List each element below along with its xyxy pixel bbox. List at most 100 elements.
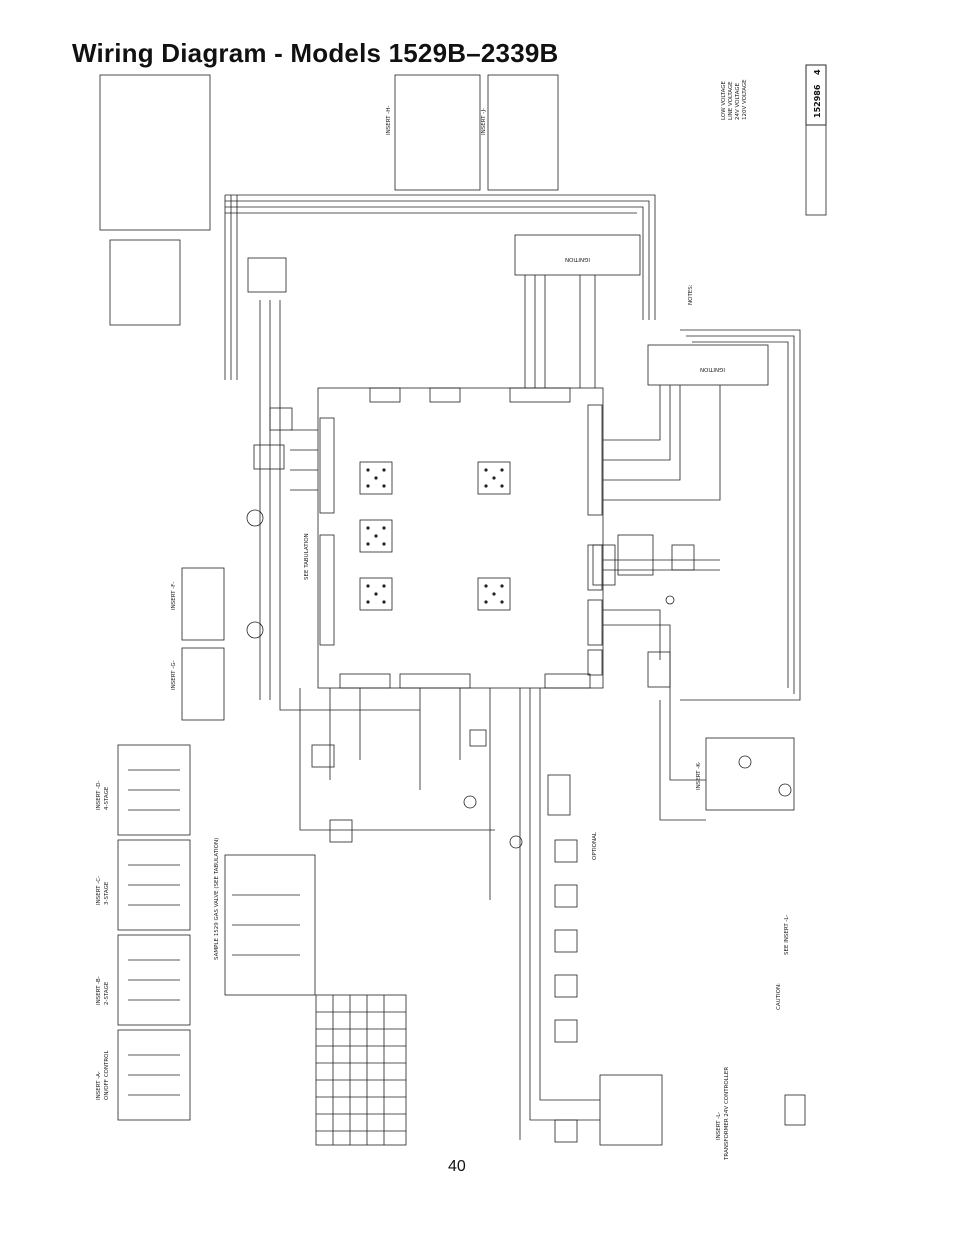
insert-k-box (705, 737, 795, 811)
switch-6 (554, 1119, 578, 1143)
relay-lower-1 (311, 744, 335, 768)
legend-item-2: LINE VOLTAGE (728, 81, 734, 120)
ignition-module-upper (514, 234, 641, 276)
relay-k4 (477, 461, 511, 495)
motor-1 (738, 755, 752, 769)
tabulation-cols (332, 995, 385, 1145)
drawing-revision: 4 (813, 69, 822, 75)
insert-b-box (117, 839, 191, 931)
insert-l-label: INSERT -L- (716, 1112, 722, 1140)
ignition-lower-wires (603, 385, 721, 501)
tabulation-table (315, 994, 407, 1146)
see-insert-label: SEE INSERT -L- (784, 915, 790, 955)
page-title: Wiring Diagram - Models 1529B–2339B (72, 38, 559, 68)
insert-f-box (181, 567, 225, 641)
gas-valve-lines (232, 894, 300, 956)
connector-j5 (587, 599, 603, 646)
insert-control-2: 2-STAGE (104, 981, 110, 1005)
ignition-label-lower: IGNITION (700, 366, 725, 372)
left-vertical-wires (259, 300, 420, 711)
insert-l-component (784, 1094, 806, 1126)
insert-d-box (117, 1029, 191, 1121)
insert-b-label: INSERT -B- (96, 976, 102, 1005)
connector-j4 (587, 544, 603, 591)
sensor-left-2 (246, 621, 264, 639)
motor-2 (778, 783, 792, 797)
connector-bottom-1 (339, 673, 391, 689)
ignition-module-lower (647, 344, 769, 386)
page-number: 40 (448, 1158, 466, 1175)
connector-j6 (587, 649, 603, 676)
insert-h-box (394, 74, 481, 191)
insert-k-wires (659, 700, 706, 821)
ignition-upper-wires (524, 275, 596, 388)
insert-control-3: 3-STAGE (104, 881, 110, 905)
connector-j3 (587, 404, 603, 516)
legend-item-1: LOW VOLTAGE (721, 80, 727, 120)
low-water-cutoff (647, 651, 671, 688)
connector-j1 (319, 417, 335, 514)
insert-g-label: INSERT -G- (171, 660, 177, 690)
left-board-wires (290, 429, 318, 491)
caution-label: CAUTION: (776, 983, 782, 1010)
harness-right (680, 329, 801, 701)
connector-top-1 (369, 387, 401, 403)
main-board-label: SEE TABULATION (304, 533, 310, 580)
insert-c-label: INSERT -C- (96, 876, 102, 905)
sample-gas-valve-label: SAMPLE 1529 GAS VALVE (SEE TABULATION) (214, 838, 220, 960)
transformer-box (599, 1074, 663, 1146)
insert-box-top-left (99, 74, 211, 231)
legend-item-4: 120V VOLTAGE (742, 79, 748, 120)
right-relay-2 (617, 534, 654, 576)
sensor-lower-1 (463, 795, 477, 809)
switch-1 (554, 839, 578, 863)
title-block (805, 64, 827, 216)
relay-k3 (359, 577, 393, 611)
insert-a-box (117, 744, 191, 836)
relay-left-1 (253, 444, 285, 470)
relay-lower-2 (329, 819, 353, 843)
sensor-left-1 (246, 509, 264, 527)
drawing-number: 152986 (813, 84, 822, 118)
lower-harness (299, 688, 600, 1140)
main-control-board (317, 387, 604, 689)
relay-k1 (359, 461, 393, 495)
insert-k-label: INSERT -K- (696, 762, 702, 790)
gas-valve-sample-box (224, 854, 316, 996)
insert-j-label: INSERT -J- (481, 108, 487, 135)
insert-control-1: ON/OFF CONTROL (104, 1050, 110, 1100)
insert-j-box (487, 74, 559, 191)
right-relay-3 (671, 544, 695, 571)
relay-left-2 (269, 407, 293, 431)
switch-lower (469, 729, 487, 747)
sensor-lower-2 (509, 835, 523, 849)
connector-j2 (319, 534, 335, 646)
insert-g-box (181, 647, 225, 721)
right-board-wires (603, 559, 720, 700)
pump-box (109, 239, 181, 326)
connector-top-3 (509, 387, 571, 403)
insert-stage-lines (128, 769, 180, 1096)
insert-control-4: 4-STAGE (104, 786, 110, 810)
switch-5 (554, 1019, 578, 1043)
ignition-label-upper: IGNITION (565, 256, 590, 262)
relay-k5 (477, 577, 511, 611)
legend-item-3: 24V VOLTAGE (735, 82, 741, 120)
connector-top-2 (429, 387, 461, 403)
harness-top (225, 194, 656, 320)
connector-bottom-3 (544, 673, 591, 689)
tabulation-rows (316, 1011, 406, 1132)
insert-h-label: INSERT -H- (386, 106, 392, 135)
insert-a-label: INSERT -A- (96, 1071, 102, 1100)
transformer-label: TRANSFORMER 24V CONTROLLER (724, 1067, 730, 1161)
relay-k2 (359, 519, 393, 553)
flame-sensor-box (547, 774, 571, 816)
insert-c-box (117, 934, 191, 1026)
switch-4 (554, 974, 578, 998)
insert-d-label: INSERT -D- (96, 781, 102, 810)
pump-relay (247, 257, 287, 293)
switch-3 (554, 929, 578, 953)
insert-f-label: INSERT -F- (171, 582, 177, 610)
notes-header: NOTES: (688, 284, 694, 305)
